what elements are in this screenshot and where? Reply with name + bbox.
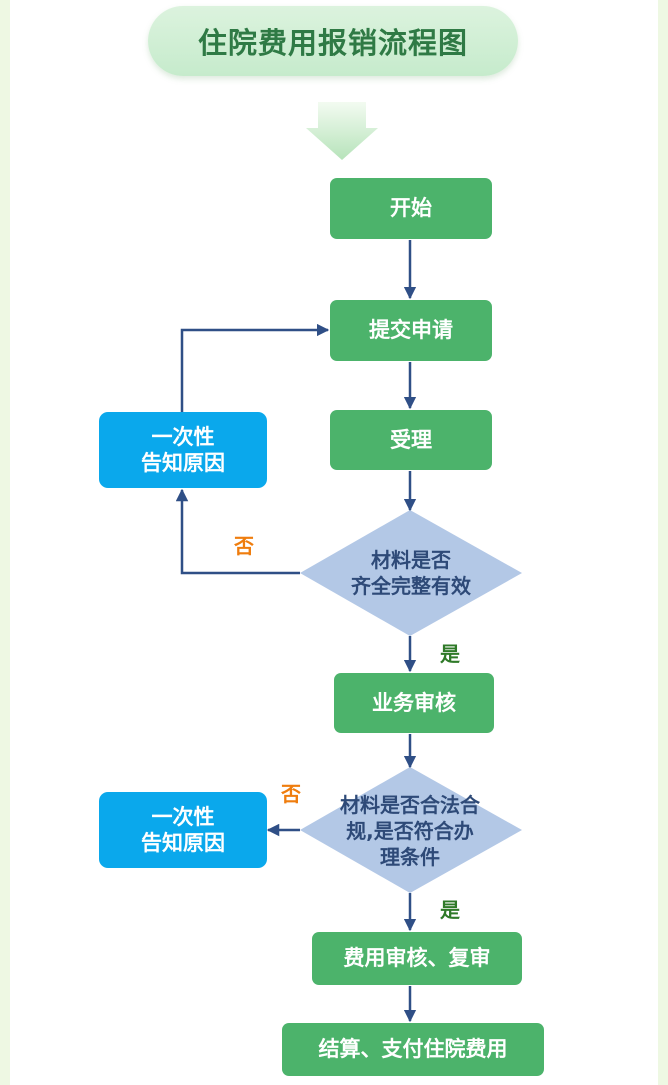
node-accept: 受理: [330, 410, 492, 470]
down-arrow-icon: [306, 102, 378, 160]
node-notify-1: 一次性 告知原因: [99, 412, 267, 488]
label-no-1: 否: [234, 534, 254, 558]
node-review: 业务审核: [334, 673, 494, 733]
page-title: 住院费用报销流程图: [148, 6, 518, 76]
node-cost-review: 费用审核、复审: [312, 932, 522, 985]
node-settle: 结算、支付住院费用: [282, 1023, 544, 1076]
decision-diamond-2: [300, 767, 522, 893]
node-start: 开始: [330, 178, 492, 239]
arrow-notify1-submit: [180, 323, 330, 412]
arrow-check1-no: [175, 488, 300, 575]
label-yes-1: 是: [440, 642, 460, 666]
node-notify-2: 一次性 告知原因: [99, 792, 267, 868]
decision-diamond-1: [300, 510, 522, 636]
decision-text-1: 材料是否 齐全完整有效: [351, 548, 471, 598]
label-no-2: 否: [281, 782, 301, 806]
label-yes-2: 是: [440, 898, 460, 922]
node-submit: 提交申请: [330, 300, 492, 361]
decision-text-2: 材料是否合法合 规,是否符合办 理条件: [340, 793, 480, 869]
